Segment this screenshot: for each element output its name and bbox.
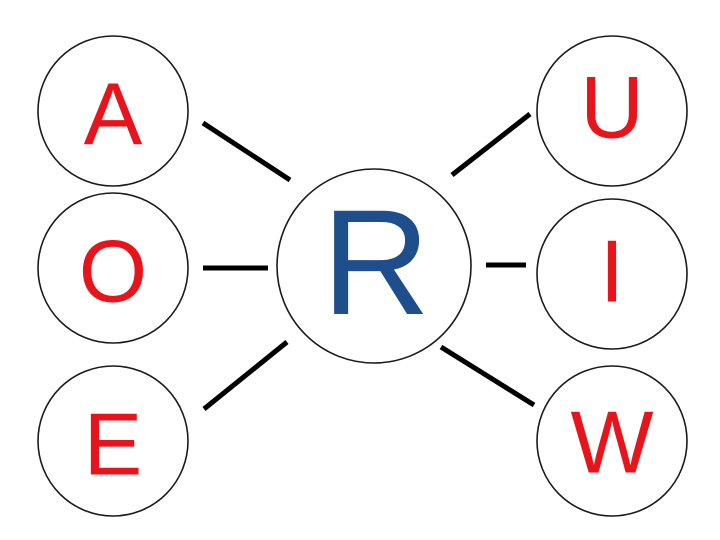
node-a: A xyxy=(37,35,189,187)
node-o-circle xyxy=(37,192,189,344)
node-o: O xyxy=(37,192,189,344)
node-w: W xyxy=(536,365,688,517)
node-a-circle xyxy=(37,35,189,187)
node-i: I xyxy=(536,198,688,350)
node-w-circle xyxy=(536,365,688,517)
node-u: U xyxy=(536,35,688,187)
connector-a-r xyxy=(201,120,292,183)
node-e-circle xyxy=(37,365,189,517)
node-w-label: W xyxy=(570,393,653,492)
node-a-label: A xyxy=(84,65,143,164)
connector-r-w xyxy=(439,344,536,408)
node-i-label: I xyxy=(600,222,624,321)
connector-r-u xyxy=(450,112,532,177)
node-o-label: O xyxy=(79,222,147,321)
node-r-label: R xyxy=(322,178,430,346)
node-r: R xyxy=(276,168,472,364)
node-u-circle xyxy=(536,35,688,187)
connector-e-r xyxy=(202,340,289,411)
node-r-circle xyxy=(276,168,472,364)
node-e: E xyxy=(37,365,189,517)
node-e-label: E xyxy=(84,395,143,494)
node-i-circle xyxy=(536,198,688,350)
node-u-label: U xyxy=(580,58,644,157)
